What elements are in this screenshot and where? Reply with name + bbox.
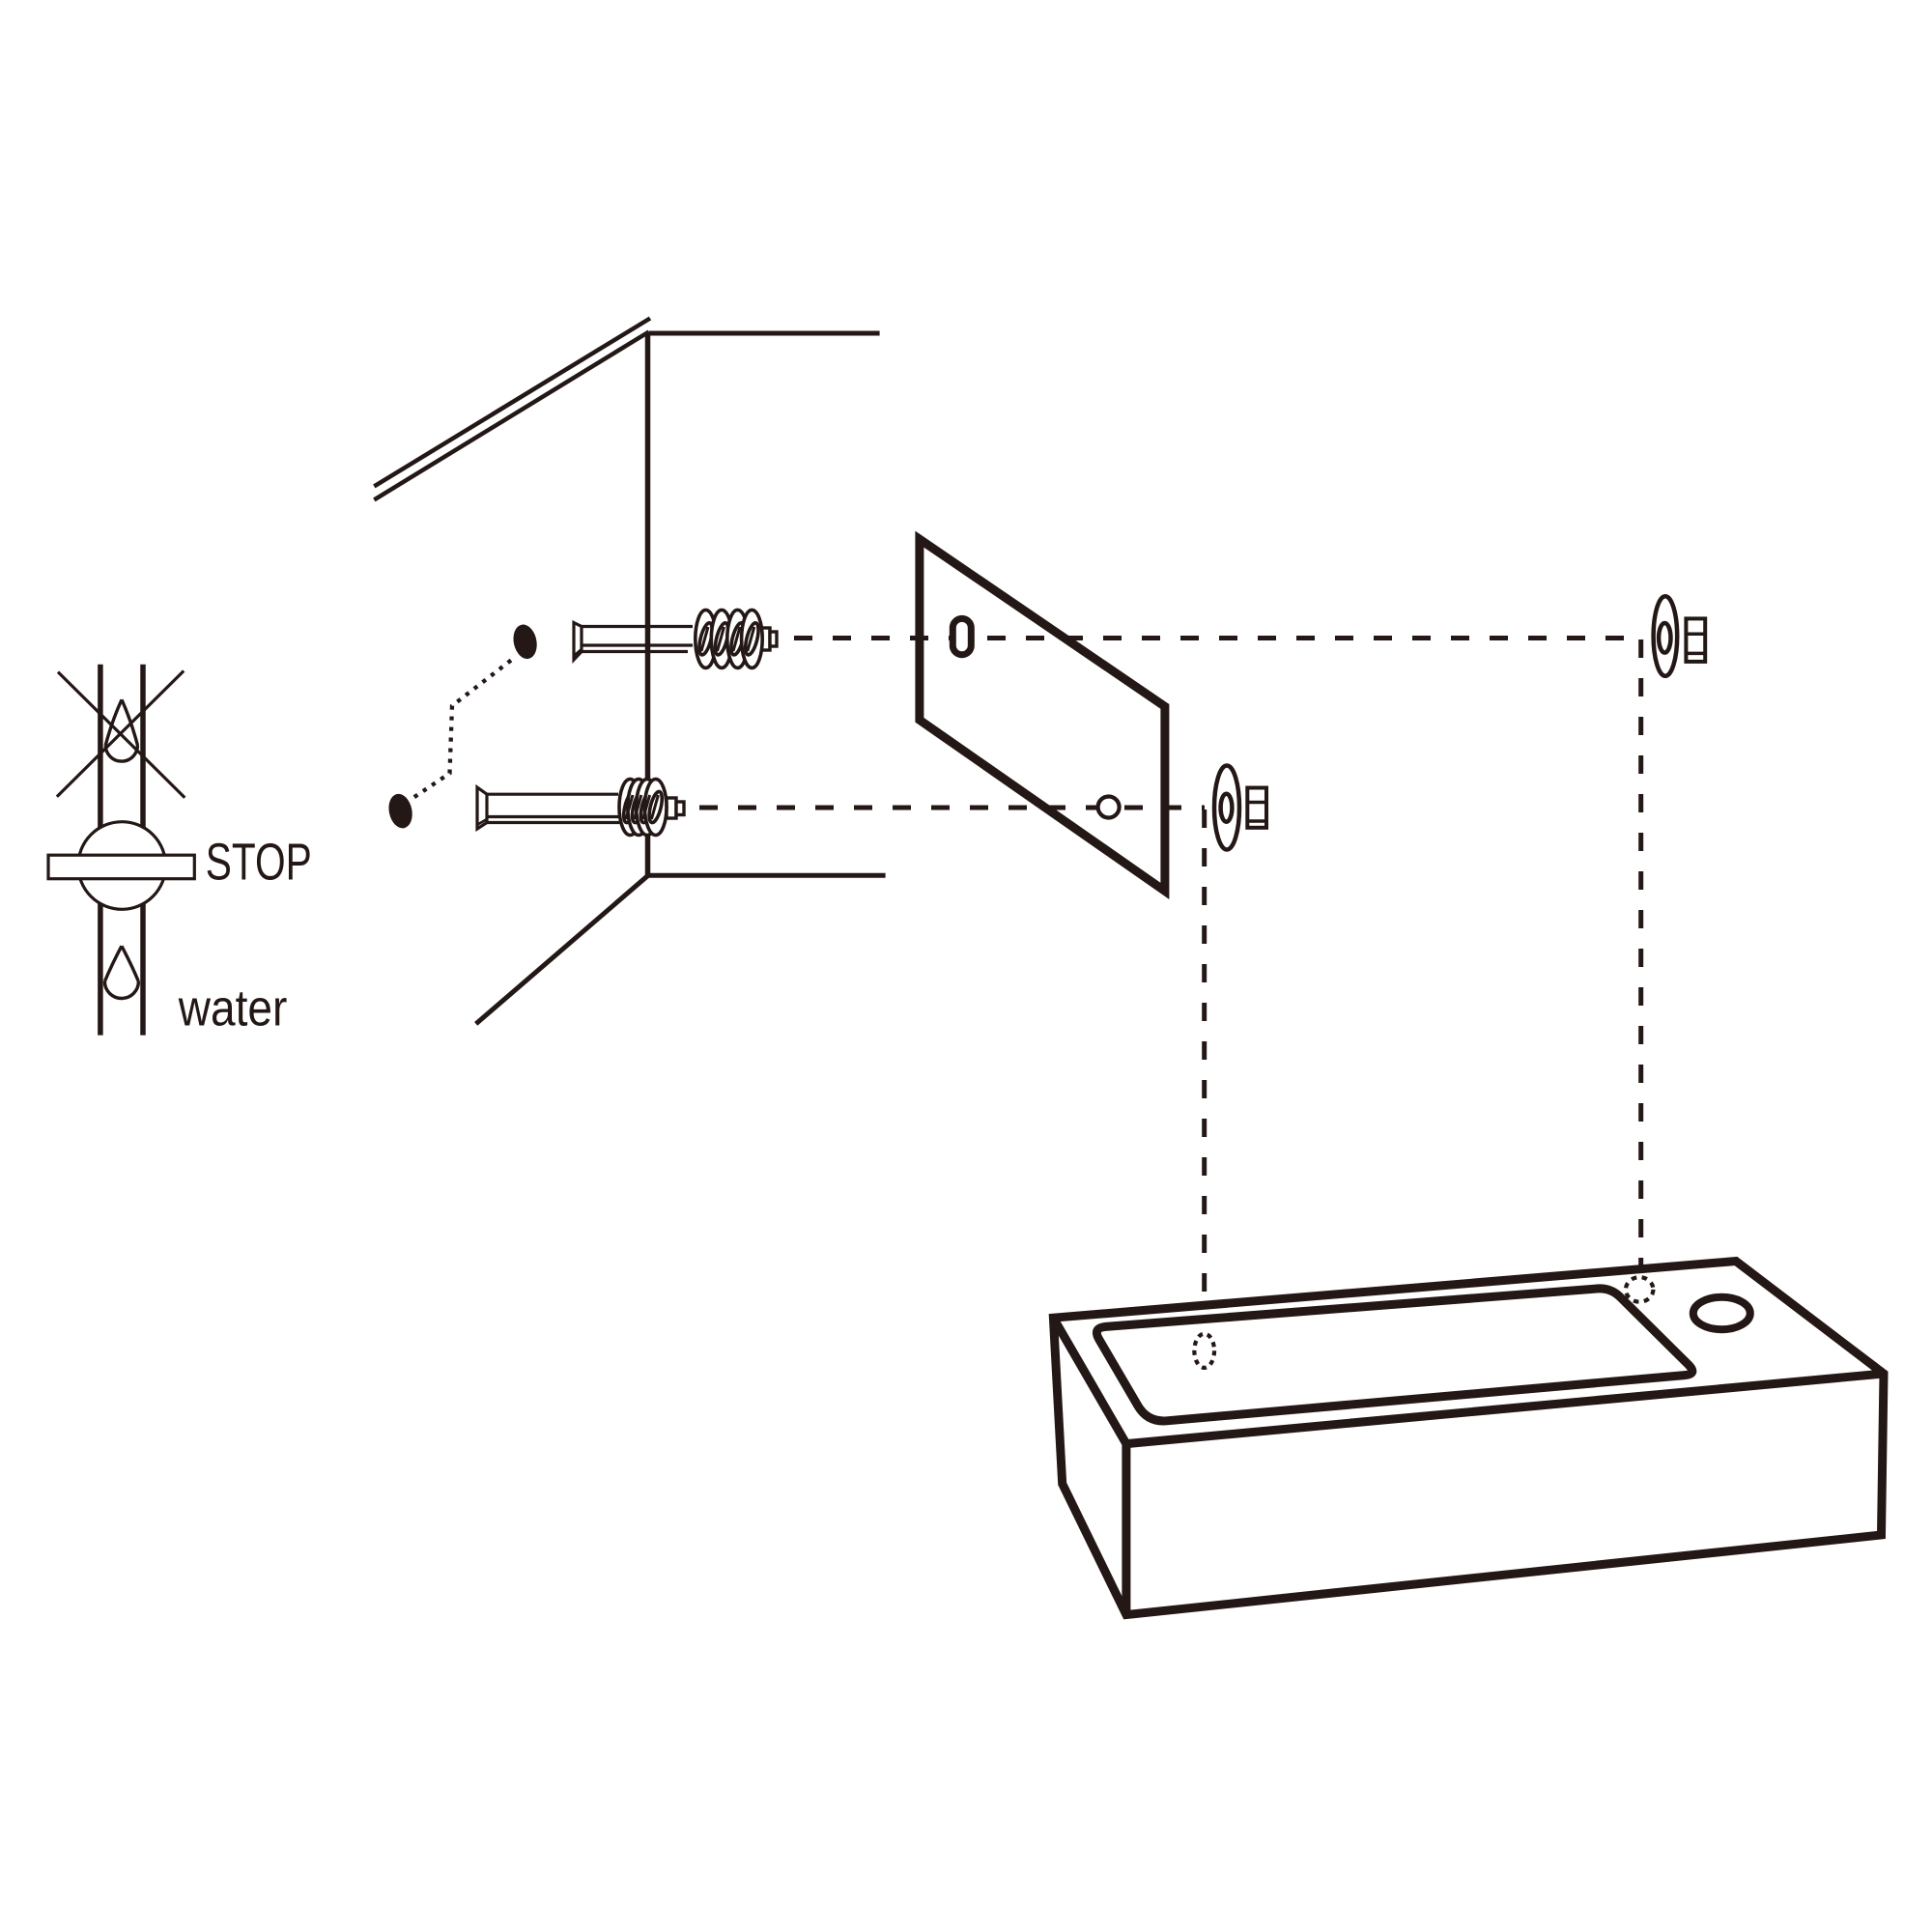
svg-text:STOP: STOP: [206, 833, 312, 891]
svg-text:water: water: [178, 980, 287, 1037]
